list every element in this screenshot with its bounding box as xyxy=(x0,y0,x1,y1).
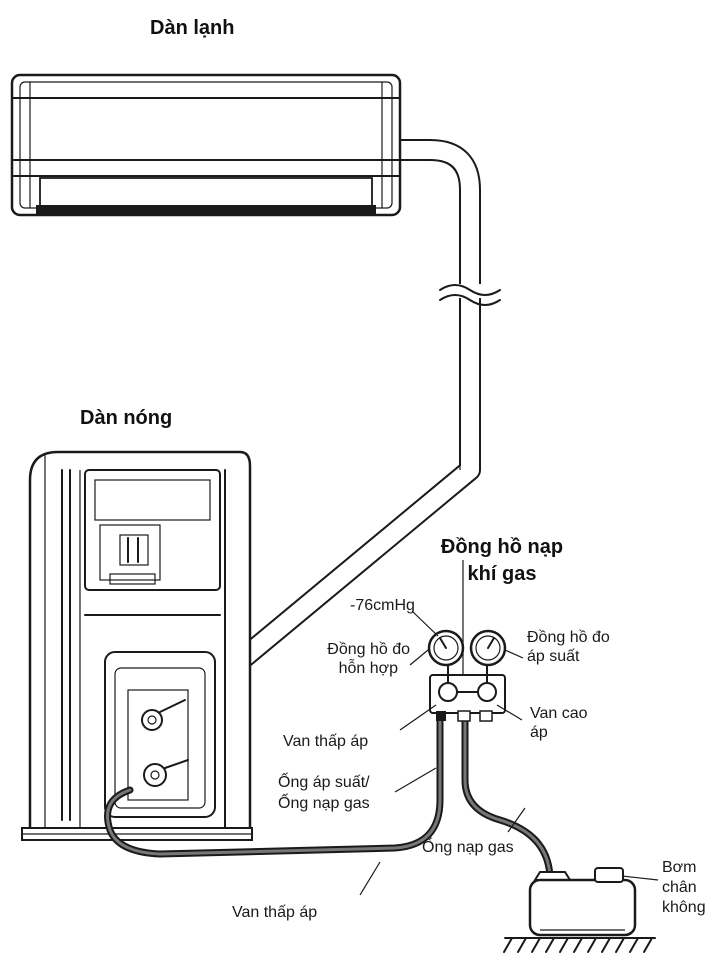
charge-hose-label: Ống nạp gas xyxy=(422,839,514,856)
pressure-gauge-label-line2: áp suất xyxy=(527,648,580,665)
compound-gauge-label-line1: Đồng hồ đo xyxy=(327,641,410,658)
high-valve-label-line1: Van cao xyxy=(530,705,588,722)
indoor-unit-title: Dàn lạnh xyxy=(150,17,235,39)
compound-gauge-label-line2: hỗn hợp xyxy=(338,660,398,677)
low-valve-unit-label: Van thấp áp xyxy=(232,904,318,921)
refrigerant-pipe xyxy=(159,139,501,751)
pressure-gauge-label-line1: Đồng hồ đo xyxy=(527,629,610,646)
vacuum-reading-label: -76cmHg xyxy=(350,597,415,614)
pump-label-line1: Bơm xyxy=(662,859,697,876)
manifold-title-line1: Đồng hồ nạp xyxy=(440,536,564,558)
pump-label-line3: không xyxy=(662,899,706,916)
compound-gauge-icon xyxy=(427,629,465,667)
indoor-unit-icon xyxy=(10,73,402,217)
leader-lines xyxy=(359,610,659,896)
manifold-icon xyxy=(429,560,506,722)
pressure-gauge-icon xyxy=(469,629,507,667)
high-valve-label-line2: áp xyxy=(530,724,548,741)
pressure-hose-label-line1: Ống áp suất/ xyxy=(278,774,370,791)
charge-hose xyxy=(461,714,554,884)
pressure-hose-label-line2: Ống nạp gas xyxy=(278,795,370,812)
pump-label-line2: chân xyxy=(662,879,697,896)
vacuum-pump-icon xyxy=(528,867,637,937)
outdoor-unit-icon xyxy=(21,450,253,841)
low-valve-manifold-label: Van thấp áp xyxy=(283,733,369,750)
manifold-title-line2: khí gas xyxy=(467,563,537,585)
ground-icon xyxy=(503,937,656,953)
outdoor-unit-title: Dàn nóng xyxy=(80,407,173,429)
pressure-hose xyxy=(104,714,444,858)
